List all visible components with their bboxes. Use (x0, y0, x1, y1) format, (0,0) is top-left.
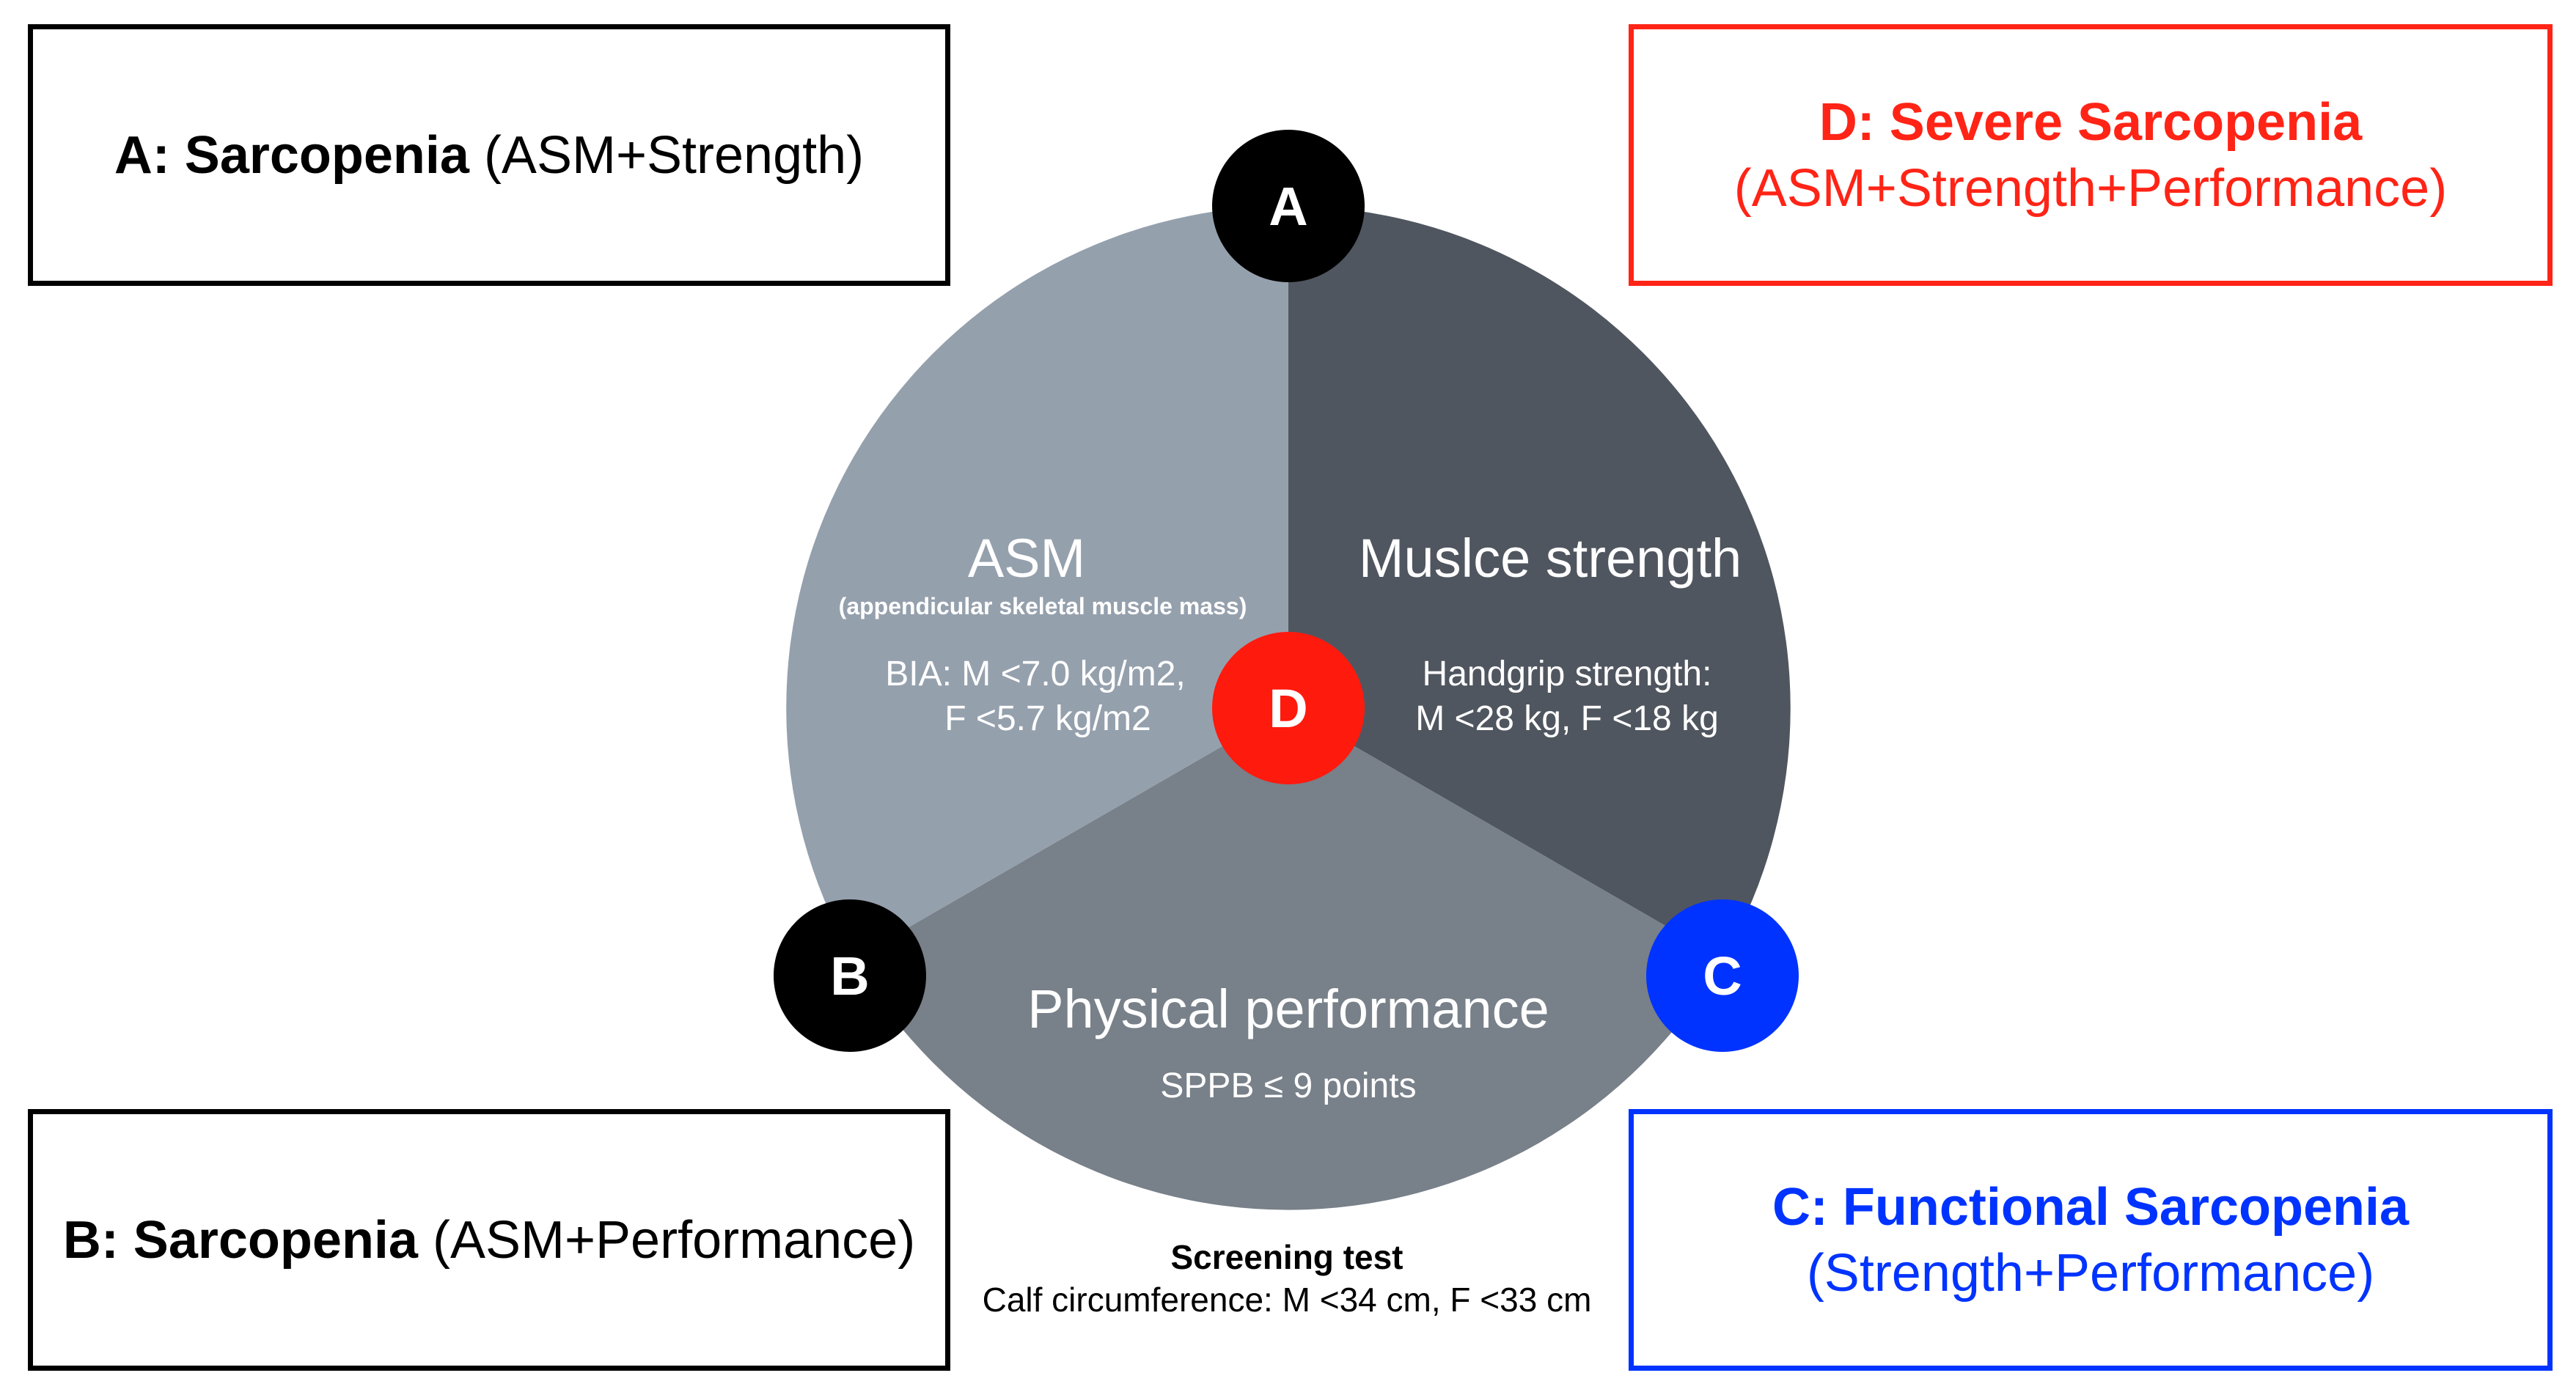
box-d-line2: (ASM+Strength+Performance) (1733, 158, 2448, 218)
node-c: C (1646, 899, 1799, 1052)
asm-criteria-line2: F <5.7 kg/m2 (944, 699, 1151, 738)
box-b-rest: (ASM+Performance) (417, 1210, 916, 1270)
asm-subtitle: (appendicular skeletal muscle mass) (839, 593, 1247, 619)
node-d: D (1212, 632, 1365, 784)
strength-criteria-line1: Handgrip strength: (1423, 655, 1712, 693)
node-a-label: A (1269, 176, 1307, 237)
box-sarcopenia-a: A: Sarcopenia (ASM+Strength) (28, 24, 950, 286)
asm-title: ASM (968, 528, 1085, 589)
asm-criteria-line1: BIA: M <7.0 kg/m2, (885, 655, 1186, 693)
box-c-line2: (Strength+Performance) (1806, 1243, 2375, 1303)
performance-title: Physical performance (1027, 979, 1549, 1039)
box-functional-sarcopenia-c: C: Functional Sarcopenia (Strength+Perfo… (1629, 1109, 2553, 1371)
box-d-line1: D: Severe Sarcopenia (1819, 92, 2363, 152)
segment-performance (854, 708, 1723, 1210)
box-b-text: B: Sarcopenia (ASM+Performance) (63, 1207, 915, 1273)
segment-asm (786, 206, 1288, 960)
strength-title: Muslce strength (1359, 528, 1742, 589)
box-b-bold: B: Sarcopenia (62, 1210, 418, 1270)
node-b: B (774, 899, 926, 1052)
screening-title: Screening test (1170, 1238, 1403, 1276)
box-a-rest: (ASM+Strength) (469, 125, 865, 185)
node-d-label: D (1269, 678, 1307, 739)
box-a-bold: A: Sarcopenia (114, 125, 469, 185)
segment-strength (1288, 206, 1791, 960)
box-a-text: A: Sarcopenia (ASM+Strength) (114, 122, 864, 188)
node-a: A (1212, 130, 1365, 282)
box-sarcopenia-b: B: Sarcopenia (ASM+Performance) (28, 1109, 950, 1371)
node-b-label: B (830, 946, 869, 1006)
screening-text: Calf circumference: M <34 cm, F <33 cm (982, 1281, 1592, 1319)
box-severe-sarcopenia-d: D: Severe Sarcopenia (ASM+Strength+Perfo… (1629, 24, 2553, 286)
strength-criteria-line2: M <28 kg, F <18 kg (1415, 699, 1719, 738)
performance-criteria: SPPB ≤ 9 points (1160, 1067, 1416, 1105)
box-c-line1: C: Functional Sarcopenia (1772, 1177, 2410, 1237)
node-c-label: C (1703, 946, 1742, 1006)
